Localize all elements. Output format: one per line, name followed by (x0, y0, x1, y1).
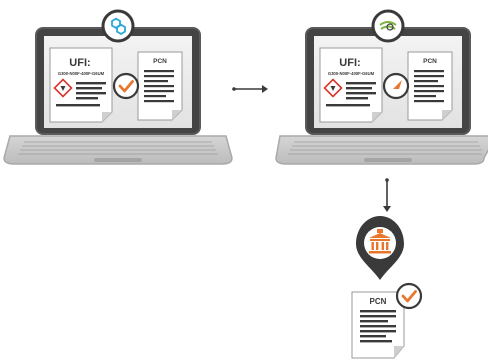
ufi-text-lines-left (56, 82, 106, 107)
pcn-text-lines-right (414, 70, 444, 103)
laptop-right: UFI: G300-N00F-400F-G6UM PCN (275, 9, 488, 165)
pcn-document-destination: PCN (351, 291, 405, 359)
echa-portal-icon (371, 9, 405, 43)
ufi-code-left: G300-N00F-400F-G6UM (58, 71, 105, 76)
pcn-label-right: PCN (423, 58, 437, 65)
laptop-left: UFI: G300-N00F-400F-G6UM PCN (3, 9, 233, 165)
check-icon (112, 72, 140, 100)
hazard-pictogram-icon (323, 78, 343, 98)
ufi-code-right: G300-N00F-400F-G6UM (328, 71, 375, 76)
ufi-label-left: UFI: (69, 57, 90, 69)
flow-arrow-down (383, 178, 391, 212)
check-icon (395, 282, 423, 310)
government-building-icon (356, 216, 404, 280)
laptop-left-keyboard (18, 141, 218, 155)
pcn-label-destination: PCN (370, 297, 387, 306)
pcn-document-left: PCN (137, 51, 183, 121)
send-arrow-icon (382, 72, 410, 100)
pcn-text-lines-destination (360, 310, 396, 343)
pcn-text-lines-left (144, 70, 174, 103)
flow-arrow-right (232, 85, 268, 93)
laptop-right-trackpad (364, 158, 412, 162)
ufi-document-left: UFI: G300-N00F-400F-G6UM (49, 47, 113, 123)
pcn-document-right: PCN (407, 51, 453, 121)
laptop-left-trackpad (94, 158, 142, 162)
laptop-right-keyboard (288, 141, 482, 155)
pcn-label-left: PCN (153, 58, 167, 65)
hexagon-molecules-icon (101, 9, 135, 43)
ufi-label-right: UFI: (339, 57, 360, 69)
hazard-pictogram-icon (53, 78, 73, 98)
ufi-text-lines-right (326, 82, 376, 107)
ufi-document-right: UFI: G300-N00F-400F-G6UM (319, 47, 383, 123)
